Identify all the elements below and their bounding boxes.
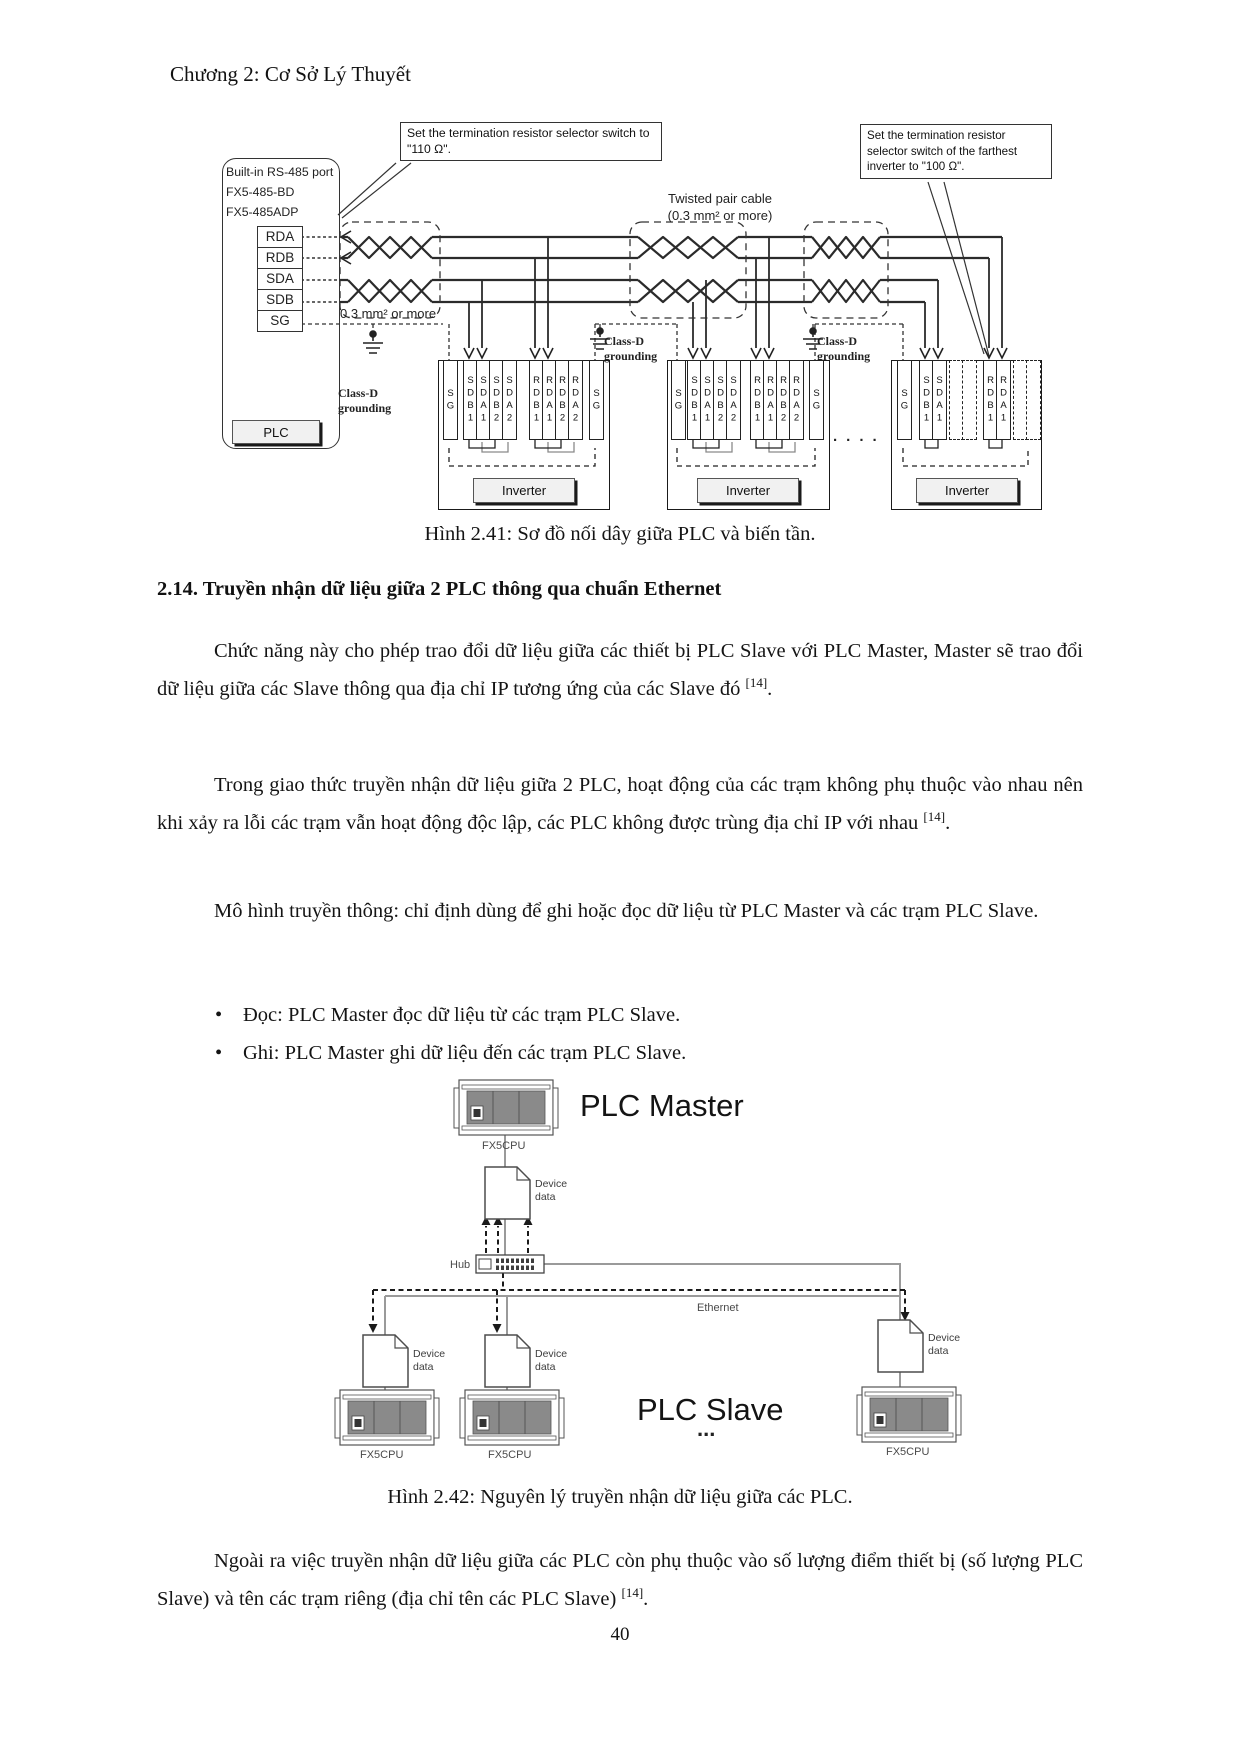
inv1-terminal-rda2: RDA2 (568, 360, 583, 440)
inverter-1-box (438, 360, 610, 510)
figure-2-41-caption: Hình 2.41: Sơ đồ nối dây giữa PLC và biế… (424, 523, 816, 545)
chapter-header: Chương 2: Cơ Sở Lý Thuyết (170, 62, 411, 86)
drop-arrowheads (463, 347, 1008, 360)
continuation-dots: · · · · (833, 432, 880, 449)
plc-master-device (453, 1079, 559, 1136)
paragraph-2: Trong giao thức truyền nhận dữ liệu giữa… (157, 774, 1083, 834)
section-heading: 2.14. Truyền nhận dữ liệu giữa 2 PLC thô… (157, 578, 722, 600)
device-data-doc-slave1 (362, 1334, 409, 1388)
terminal-rda: RDA (257, 225, 303, 248)
sg-dashed-wires (301, 323, 904, 360)
fx5cpu-label-master: FX5CPU (482, 1140, 526, 1152)
callout-leader-lines (337, 162, 990, 357)
ground-label-1: Class-D grounding (338, 386, 392, 415)
terminal-drop-wires (468, 237, 1003, 348)
inv2-terminal-rda2: RDA2 (789, 360, 804, 440)
plc-label: PLC (232, 420, 320, 444)
figure-2-42-caption: Hình 2.42: Nguyên lý truyền nhận dữ liệu… (387, 1486, 853, 1508)
device-data-label-slave3: Device data (928, 1332, 961, 1357)
inv1-terminal-sda2: SDA2 (502, 360, 517, 440)
terminal-rdb: RDB (257, 246, 303, 269)
inverter-3-label: Inverter (916, 478, 1018, 503)
device-data-doc-slave3 (877, 1319, 924, 1373)
terminal-sg: SG (257, 309, 303, 332)
ground-label-3: Class-D grounding (817, 334, 871, 363)
device-data-label-master: Device data (535, 1178, 568, 1203)
wire-size-note: 0.3 mm² or more (340, 306, 437, 321)
paragraph-1: Chức năng này cho phép trao đổi dữ liệu … (157, 640, 1083, 700)
bullet-marker: • (215, 1004, 223, 1026)
terminal-link-bars (481, 442, 796, 453)
inv3-terminal-spare-4 (1026, 360, 1041, 440)
plc-slave-device-2 (459, 1389, 565, 1446)
ground-label-2: Class-D grounding (604, 334, 658, 363)
terminal-sda: SDA (257, 267, 303, 290)
callout-termination-110: Set the termination resistor selector sw… (400, 122, 662, 161)
citation-ref: [14] (621, 1585, 644, 1601)
inv2-terminal-sg2: SG (809, 360, 824, 440)
fx5cpu-label-slave2: FX5CPU (488, 1449, 532, 1461)
citation-ref: [14] (745, 675, 768, 691)
plc-master-label: PLC Master (580, 1088, 744, 1123)
bullet-item-write: •Ghi: PLC Master ghi dữ liệu đến các trạ… (157, 1034, 1083, 1072)
device-data-doc-slave2 (484, 1334, 531, 1388)
wiring-diagram-art (301, 162, 1029, 467)
inv3-terminal-sda1: SDA1 (932, 360, 947, 440)
bullet-marker: • (215, 1042, 223, 1064)
hub-device (475, 1254, 545, 1274)
device-data-label-slave1: Device data (413, 1348, 446, 1373)
inv2-terminal-sg1: SG (671, 360, 686, 440)
device-data-doc-master (484, 1166, 531, 1220)
slave-continuation-dots: ... (697, 1416, 716, 1441)
port-dashed-wires (301, 236, 340, 303)
terminal-link-bars-dark (468, 440, 1003, 449)
figure-ethernet-diagram: PLC Master PLC Slave ... FX5CPU FX5CPU F… (330, 1070, 990, 1470)
plc-port-description: Built-in RS-485 port FX5-485-BD FX5-485A… (226, 165, 334, 219)
cable-bundle-outlines (339, 221, 889, 319)
ground-symbols (363, 327, 823, 354)
daisy-chain-dashes (448, 448, 1029, 467)
ethernet-diagram-art (334, 1079, 962, 1446)
citation-ref: [14] (923, 809, 946, 825)
inverter-2-label: Inverter (697, 478, 799, 503)
data-flow-dashes (372, 1226, 906, 1324)
device-data-label-slave2: Device data (535, 1348, 568, 1373)
ethernet-label: Ethernet (697, 1302, 739, 1314)
bullet-list: •Đọc: PLC Master đọc dữ liệu từ các trạm… (157, 996, 1083, 1072)
plc-slave-device-1 (334, 1389, 440, 1446)
closing-paragraph: Ngoài ra việc truyền nhận dữ liệu giữa c… (157, 1550, 1083, 1610)
fx5cpu-label-slave1: FX5CPU (360, 1449, 404, 1461)
inv3-terminal-spare-2 (962, 360, 977, 440)
twisted-pair-wires (340, 235, 1002, 304)
inv2-terminal-sda2: SDA2 (726, 360, 741, 440)
plc-slave-label: PLC Slave (637, 1392, 784, 1427)
figure-wiring-diagram: Built-in RS-485 port FX5-485-BD FX5-485A… (200, 110, 1120, 510)
inv3-terminal-sg: SG (897, 360, 912, 440)
inverter-2-box (667, 360, 830, 510)
data-flow-arrowheads (368, 1216, 910, 1333)
bullet-item-read: •Đọc: PLC Master đọc dữ liệu từ các trạm… (157, 996, 1083, 1034)
twisted-pair-label: Twisted pair cable (0.3 mm² or more) (667, 191, 773, 223)
inverter-1-label: Inverter (473, 478, 575, 503)
inv1-terminal-sg1: SG (443, 360, 458, 440)
terminal-sdb: SDB (257, 288, 303, 311)
plc-slave-device-3 (856, 1386, 962, 1443)
hub-label: Hub (450, 1259, 471, 1271)
inv1-terminal-sg2: SG (589, 360, 604, 440)
plc-unit-box (222, 158, 340, 449)
page-number: 40 (610, 1624, 630, 1645)
callout-termination-100: Set the termination resistor selector sw… (860, 124, 1052, 179)
fx5cpu-label-slave3: FX5CPU (886, 1446, 930, 1458)
paragraph-3: Mô hình truyền thông: chỉ định dùng để g… (214, 900, 1039, 922)
plc-terminal-column: RDA RDB SDA SDB SG (257, 225, 303, 332)
inv3-terminal-rda1: RDA1 (996, 360, 1011, 440)
